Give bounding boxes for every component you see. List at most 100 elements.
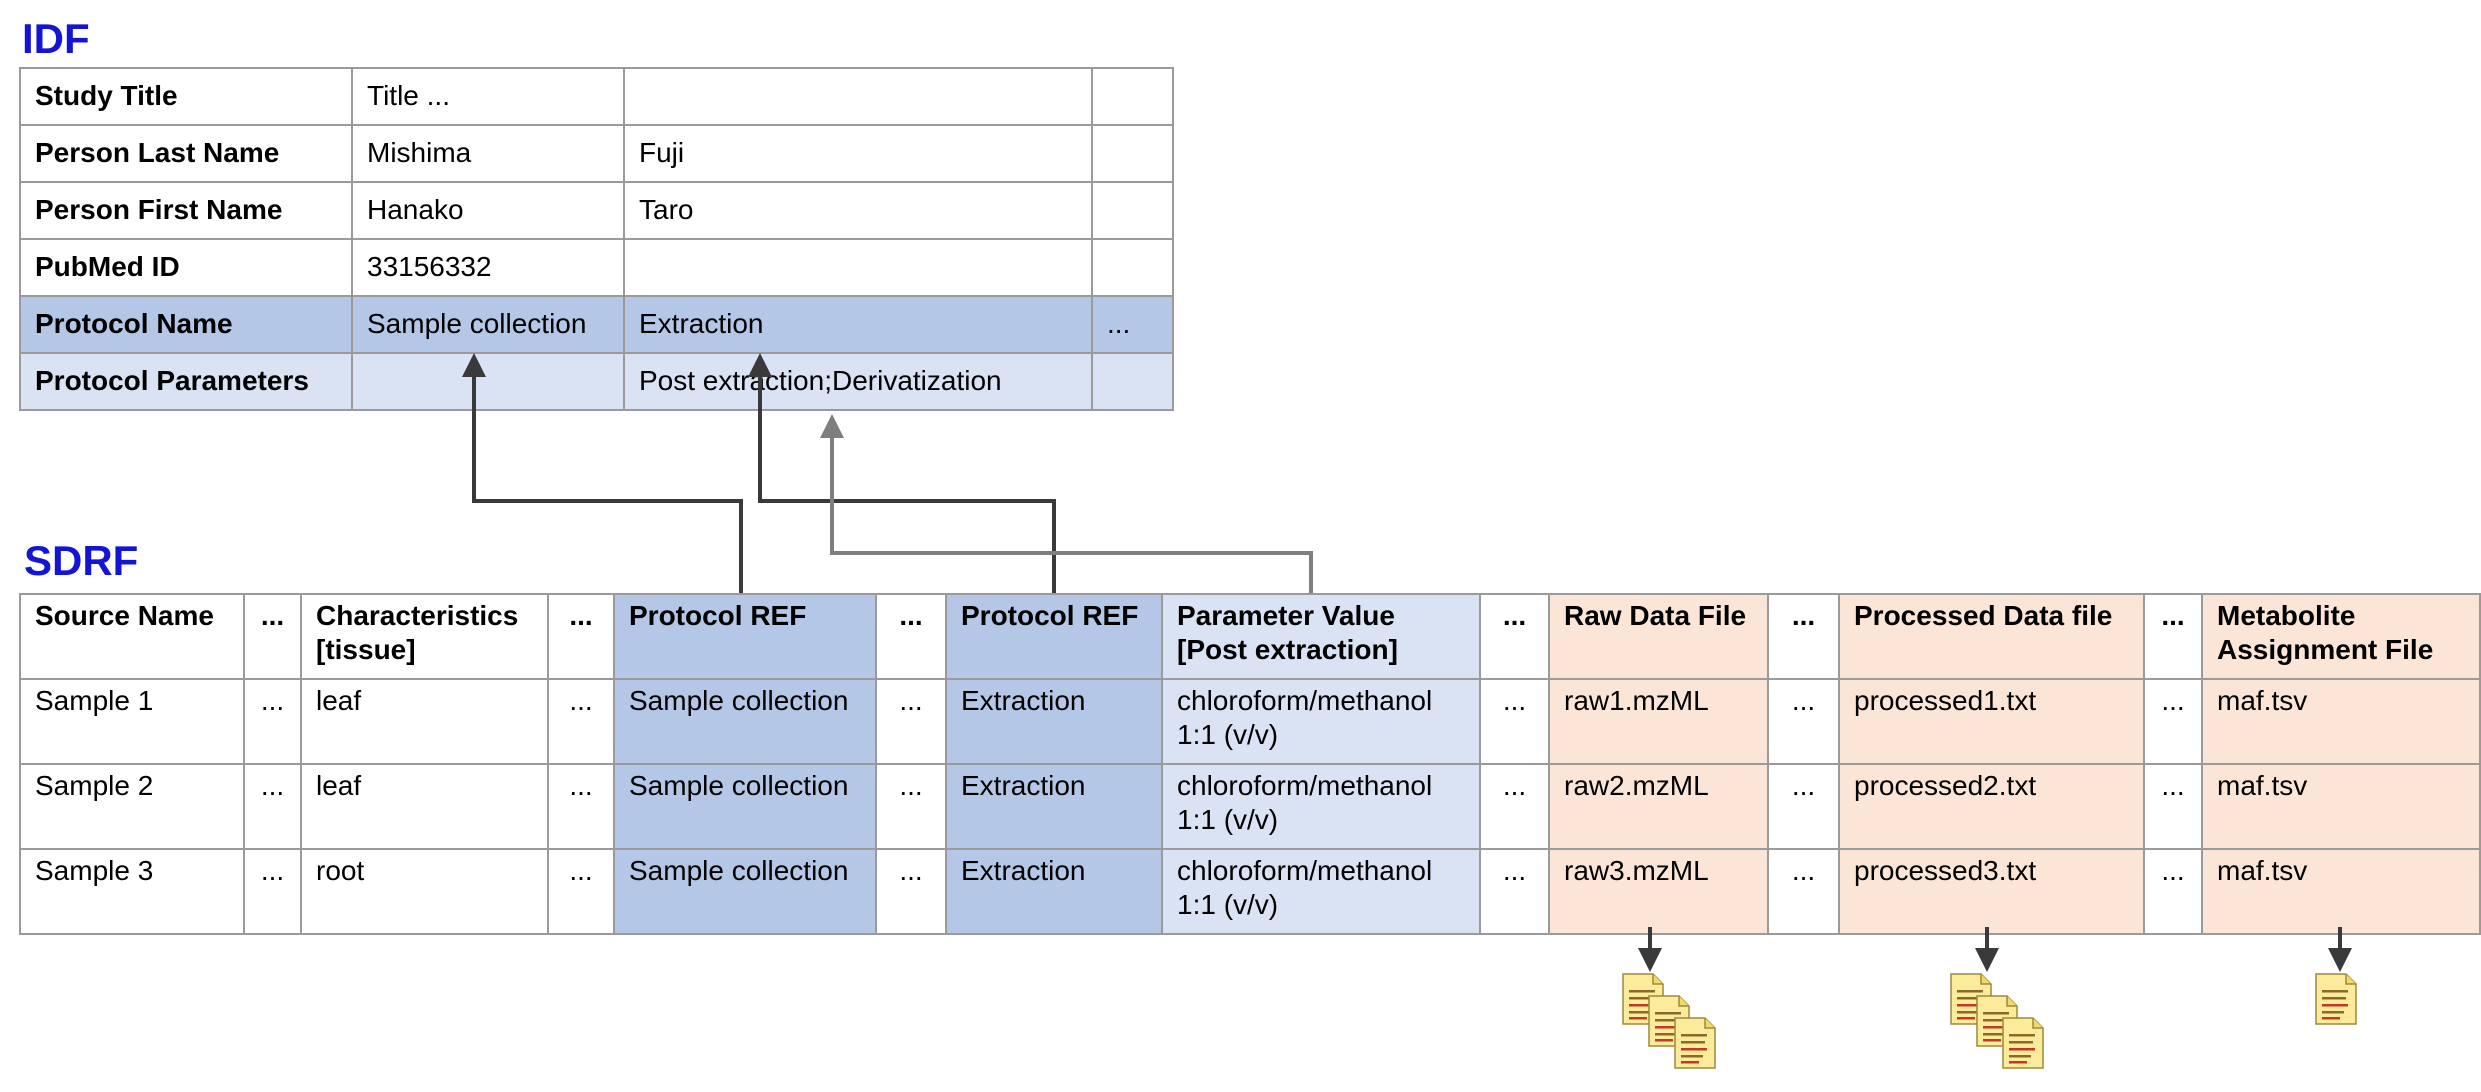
sdrf-cell: chloroform/methanol 1:1 (v/v) <box>1161 678 1481 765</box>
sdrf-row: Sample 2 ... leaf ... Sample collection … <box>19 763 2481 850</box>
idf-cell: ... <box>1091 295 1174 354</box>
idf-row-label: PubMed ID <box>19 238 353 297</box>
sdrf-cell: ... <box>875 678 947 765</box>
sdrf-header-cell: Protocol REF <box>613 593 877 680</box>
idf-cell: Fuji <box>623 124 1093 183</box>
sdrf-cell: raw2.mzML <box>1548 763 1769 850</box>
connector-extraction <box>748 353 1056 593</box>
sdrf-cell: ... <box>875 763 947 850</box>
idf-cell: Taro <box>623 181 1093 240</box>
sdrf-cell: ... <box>1767 848 1840 935</box>
idf-row-pubmed-id: PubMed ID 33156332 <box>19 238 1174 297</box>
sdrf-cell: Sample collection <box>613 763 877 850</box>
sdrf-cell: processed2.txt <box>1838 763 2145 850</box>
sdrf-cell: Extraction <box>945 763 1163 850</box>
sdrf-header-cell: Raw Data File <box>1548 593 1769 680</box>
idf-cell <box>351 352 625 411</box>
sdrf-row: Sample 3 ... root ... Sample collection … <box>19 848 2481 935</box>
idf-cell <box>623 67 1093 126</box>
sdrf-header-cell: ... <box>547 593 615 680</box>
sdrf-cell: Sample 2 <box>19 763 245 850</box>
idf-table: Study Title Title ... Person Last Name M… <box>19 67 1174 411</box>
file-stack-icon <box>1950 973 2044 1069</box>
sdrf-cell: processed1.txt <box>1838 678 2145 765</box>
sdrf-header-cell: Source Name <box>19 593 245 680</box>
sdrf-header-cell: Processed Data file <box>1838 593 2145 680</box>
sdrf-cell: ... <box>1479 678 1550 765</box>
sdrf-header-cell: Protocol REF <box>945 593 1163 680</box>
sdrf-cell: ... <box>1767 678 1840 765</box>
file-stack-icon <box>1622 973 1716 1069</box>
sdrf-cell: ... <box>243 848 302 935</box>
connector-sample-collection <box>462 353 743 593</box>
sdrf-cell: ... <box>547 763 615 850</box>
sdrf-cell: ... <box>1767 763 1840 850</box>
idf-cell: Hanako <box>351 181 625 240</box>
idf-cell <box>1091 352 1174 411</box>
idf-row-protocol-name: Protocol Name Sample collection Extracti… <box>19 295 1174 354</box>
idf-cell: Sample collection <box>351 295 625 354</box>
sdrf-cell: Sample collection <box>613 848 877 935</box>
sdrf-header-cell: ... <box>2143 593 2203 680</box>
sdrf-cell: ... <box>2143 678 2203 765</box>
idf-row-label: Person First Name <box>19 181 353 240</box>
sdrf-cell: ... <box>2143 848 2203 935</box>
sdrf-cell: ... <box>243 763 302 850</box>
sdrf-cell: maf.tsv <box>2201 848 2481 935</box>
idf-cell: Mishima <box>351 124 625 183</box>
idf-cell: Extraction <box>623 295 1093 354</box>
idf-title: IDF <box>22 15 90 62</box>
idf-cell <box>1091 67 1174 126</box>
idf-row-protocol-parameters: Protocol Parameters Post extraction;Deri… <box>19 352 1174 411</box>
idf-row-label: Study Title <box>19 67 353 126</box>
sdrf-header-cell: ... <box>1767 593 1840 680</box>
idf-row-label: Protocol Name <box>19 295 353 354</box>
sdrf-header-cell: ... <box>1479 593 1550 680</box>
sdrf-cell: ... <box>875 848 947 935</box>
sdrf-header-cell: ... <box>243 593 302 680</box>
idf-row-label: Protocol Parameters <box>19 352 353 411</box>
sdrf-cell: chloroform/methanol 1:1 (v/v) <box>1161 763 1481 850</box>
sdrf-cell: Extraction <box>945 848 1163 935</box>
sdrf-header-cell: Metabolite Assignment File <box>2201 593 2481 680</box>
sdrf-header-cell: ... <box>875 593 947 680</box>
sdrf-cell: processed3.txt <box>1838 848 2145 935</box>
sdrf-cell: ... <box>547 678 615 765</box>
sdrf-cell: ... <box>547 848 615 935</box>
idf-cell <box>1091 238 1174 297</box>
sdrf-cell: ... <box>243 678 302 765</box>
sdrf-title: SDRF <box>24 537 139 584</box>
idf-row-person-last-name: Person Last Name Mishima Fuji <box>19 124 1174 183</box>
idf-cell <box>623 238 1093 297</box>
sdrf-cell: ... <box>1479 763 1550 850</box>
sdrf-cell: ... <box>2143 763 2203 850</box>
sdrf-cell: raw3.mzML <box>1548 848 1769 935</box>
sdrf-cell: leaf <box>300 763 549 850</box>
sdrf-cell: leaf <box>300 678 549 765</box>
idf-row-label: Person Last Name <box>19 124 353 183</box>
idf-cell: Title ... <box>351 67 625 126</box>
sdrf-cell: ... <box>1479 848 1550 935</box>
idf-cell: 33156332 <box>351 238 625 297</box>
sdrf-cell: Sample 3 <box>19 848 245 935</box>
sdrf-cell: maf.tsv <box>2201 763 2481 850</box>
sdrf-cell: Sample 1 <box>19 678 245 765</box>
sdrf-cell: Extraction <box>945 678 1163 765</box>
idf-cell <box>1091 124 1174 183</box>
sdrf-header-cell: Characteristics [tissue] <box>300 593 549 680</box>
sdrf-cell: root <box>300 848 549 935</box>
sdrf-header-cell: Parameter Value [Post extraction] <box>1161 593 1481 680</box>
idf-cell: Post extraction;Derivatization <box>623 352 1093 411</box>
sdrf-cell: chloroform/methanol 1:1 (v/v) <box>1161 848 1481 935</box>
idf-cell <box>1091 181 1174 240</box>
sdrf-table: Source Name ... Characteristics [tissue]… <box>19 593 2481 935</box>
sdrf-header-row: Source Name ... Characteristics [tissue]… <box>19 593 2481 680</box>
sdrf-cell: Sample collection <box>613 678 877 765</box>
idf-row-study-title: Study Title Title ... <box>19 67 1174 126</box>
idf-row-person-first-name: Person First Name Hanako Taro <box>19 181 1174 240</box>
file-icon <box>2315 973 2357 1025</box>
connector-post-extraction <box>820 414 1313 593</box>
sdrf-cell: maf.tsv <box>2201 678 2481 765</box>
sdrf-row: Sample 1 ... leaf ... Sample collection … <box>19 678 2481 765</box>
